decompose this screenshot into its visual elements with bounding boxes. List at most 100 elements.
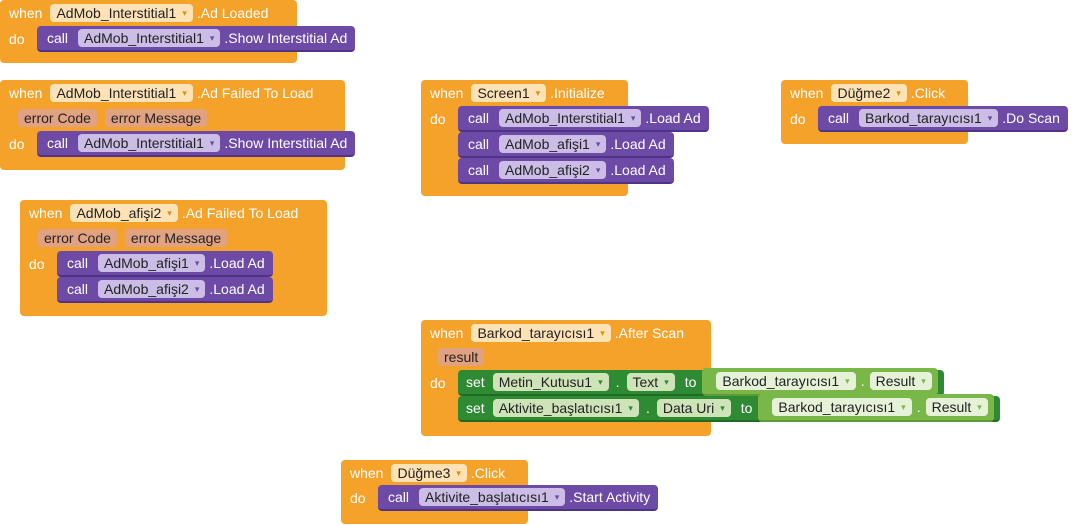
call-method-block[interactable]: call AdMob_Interstitial1▾ .Show Intersti… (37, 26, 356, 52)
component-dropdown[interactable]: Aktivite_başlatıcısı1▾ (419, 488, 566, 506)
component-dropdown[interactable]: AdMob_afişi1▾ (499, 135, 607, 153)
property-dropdown[interactable]: Result▾ (925, 398, 988, 416)
call-method-block[interactable]: call AdMob_Interstitial1▾ .Load Ad (458, 106, 709, 132)
method-name: .Load Ad (645, 110, 701, 126)
chevron-down-icon: ▾ (167, 207, 172, 218)
call-keyword: call (67, 255, 89, 271)
do-keyword: do (790, 111, 806, 127)
call-keyword: call (468, 136, 490, 152)
method-name: .Start Activity (569, 489, 651, 505)
when-keyword: when (350, 465, 384, 481)
call-method-block[interactable]: call Barkod_tarayıcısı1▾ .Do Scan (818, 106, 1068, 132)
getter-block[interactable]: Barkod_tarayıcısı1▾ . Result ▾ (702, 368, 938, 396)
param-error-message[interactable]: error Message (124, 229, 228, 247)
chevron-down-icon: ▾ (209, 137, 215, 148)
component-label: AdMob_afişi1 (505, 136, 590, 152)
component-dropdown[interactable]: Barkod_tarayıcısı1▾ (716, 372, 856, 390)
dot-separator: . (916, 399, 921, 415)
property-label: Data Uri (662, 400, 715, 416)
set-property-block-data-uri[interactable]: set Aktivite_başlatıcısı1▾ . Data Uri▾ t… (458, 394, 1000, 422)
component-dropdown[interactable]: AdMob_afişi2▾ (499, 161, 607, 179)
chevron-down-icon: ▾ (535, 87, 541, 98)
chevron-down-icon: ▾ (664, 376, 669, 387)
property-dropdown[interactable]: Text▾ (626, 373, 675, 391)
component-dropdown[interactable]: Düğme2▾ (831, 84, 907, 102)
param-result[interactable]: result (438, 348, 485, 366)
component-dropdown[interactable]: Metin_Kutusu1▾ (492, 373, 609, 391)
component-dropdown[interactable]: AdMob_afişi2 ▾ (70, 204, 178, 222)
param-error-code[interactable]: error Code (38, 229, 117, 247)
event-name: .Click (470, 465, 506, 481)
component-label: Düğme2 (837, 85, 891, 101)
call-keyword: call (47, 30, 69, 46)
component-label: AdMob_afişi2 (76, 205, 162, 221)
component-label: Screen1 (477, 85, 530, 101)
call-method-block[interactable]: call AdMob_afişi2▾ .Load Ad (458, 158, 674, 184)
dot-separator: . (645, 400, 650, 416)
do-keyword: do (9, 31, 25, 47)
component-label: Barkod_tarayıcısı1 (477, 325, 595, 341)
call-method-block[interactable]: call Aktivite_başlatıcısı1▾ .Start Activ… (378, 485, 659, 511)
call-method-block[interactable]: call AdMob_Interstitial1▾ .Show Intersti… (37, 131, 356, 157)
component-dropdown[interactable]: AdMob_Interstitial1▾ (78, 134, 221, 152)
event-block-admob-interstitial-ad-loaded[interactable]: when AdMob_Interstitial1▾ .Ad Loaded do … (0, 0, 356, 63)
component-dropdown[interactable]: Barkod_tarayıcısı1▾ (859, 109, 999, 127)
event-name: .Ad Loaded (196, 5, 269, 21)
property-dropdown[interactable]: Result ▾ (869, 372, 932, 390)
property-label: Result (875, 373, 916, 389)
chevron-down-icon: ▾ (845, 375, 850, 386)
event-name: .After Scan (614, 325, 684, 341)
event-block-admob-afisi2-ad-failed[interactable]: when AdMob_afişi2▾ .Ad Failed To Load er… (20, 200, 327, 316)
chevron-down-icon: ▾ (194, 283, 200, 294)
component-dropdown[interactable]: Screen1 ▾ (471, 84, 547, 102)
chevron-down-icon: ▾ (628, 402, 633, 413)
component-label: Aktivite_başlatıcısı1 (498, 400, 623, 416)
component-dropdown[interactable]: Barkod_tarayıcısı1▾ (772, 398, 912, 416)
chevron-down-icon: ▾ (182, 7, 187, 18)
component-dropdown[interactable]: AdMob_Interstitial1▾ (499, 109, 642, 127)
set-keyword: set (466, 374, 485, 390)
do-keyword: do (9, 136, 25, 152)
call-method-block[interactable]: call AdMob_afişi1▾ .Load Ad (57, 251, 273, 277)
call-method-block[interactable]: call AdMob_afişi2▾ .Load Ad (57, 277, 273, 303)
call-method-block[interactable]: call AdMob_afişi1▾ .Load Ad (458, 132, 674, 158)
when-keyword: when (790, 85, 824, 101)
chevron-down-icon: ▾ (977, 401, 982, 412)
component-dropdown[interactable]: Barkod_tarayıcısı1▾ (471, 324, 611, 342)
getter-block[interactable]: Barkod_tarayıcısı1▾ . Result▾ (758, 394, 994, 422)
component-dropdown[interactable]: AdMob_afişi1▾ (98, 254, 206, 272)
property-dropdown[interactable]: Data Uri▾ (656, 399, 731, 417)
component-dropdown[interactable]: AdMob_afişi2▾ (98, 280, 206, 298)
event-block-admob-interstitial-ad-failed[interactable]: when AdMob_Interstitial1▾ .Ad Failed To … (0, 80, 356, 170)
chevron-down-icon: ▾ (630, 112, 636, 123)
component-dropdown[interactable]: AdMob_Interstitial1▾ (50, 4, 193, 22)
component-dropdown[interactable]: Düğme3▾ (391, 464, 467, 482)
set-property-block-text[interactable]: set Metin_Kutusu1▾ . Text▾ to Barkod_tar… (458, 368, 944, 396)
event-block-screen1-initialize[interactable]: when Screen1▾ .Initialize do call AdMob_… (421, 80, 709, 196)
to-keyword: to (740, 400, 753, 416)
chevron-down-icon: ▾ (921, 375, 926, 386)
event-block-dugme2-click[interactable]: when Düğme2▾ .Click do call Barkod_taray… (781, 80, 1068, 144)
component-dropdown[interactable]: Aktivite_başlatıcısı1 ▾ (492, 399, 639, 417)
call-keyword: call (67, 281, 89, 297)
to-keyword: to (684, 374, 697, 390)
dot-separator: . (860, 373, 865, 389)
event-name: .Initialize (550, 85, 605, 101)
component-dropdown[interactable]: AdMob_Interstitial1▾ (50, 84, 193, 102)
connector-icon (706, 378, 713, 384)
when-keyword: when (430, 325, 464, 341)
component-dropdown[interactable]: AdMob_Interstitial1▾ (78, 29, 221, 47)
chevron-down-icon: ▾ (182, 87, 187, 98)
chevron-down-icon: ▾ (595, 164, 601, 175)
do-keyword: do (430, 375, 446, 391)
method-name: .Load Ad (610, 162, 666, 178)
event-name: .Click (910, 85, 946, 101)
do-keyword: do (430, 111, 446, 127)
component-label: Metin_Kutusu1 (498, 374, 593, 390)
param-error-message[interactable]: error Message (104, 109, 208, 127)
method-name: .Show Interstitial Ad (224, 30, 348, 46)
dot-separator: . (615, 374, 620, 390)
component-label: Düğme3 (397, 465, 451, 481)
chevron-down-icon: ▾ (554, 491, 560, 502)
param-error-code[interactable]: error Code (18, 109, 97, 127)
